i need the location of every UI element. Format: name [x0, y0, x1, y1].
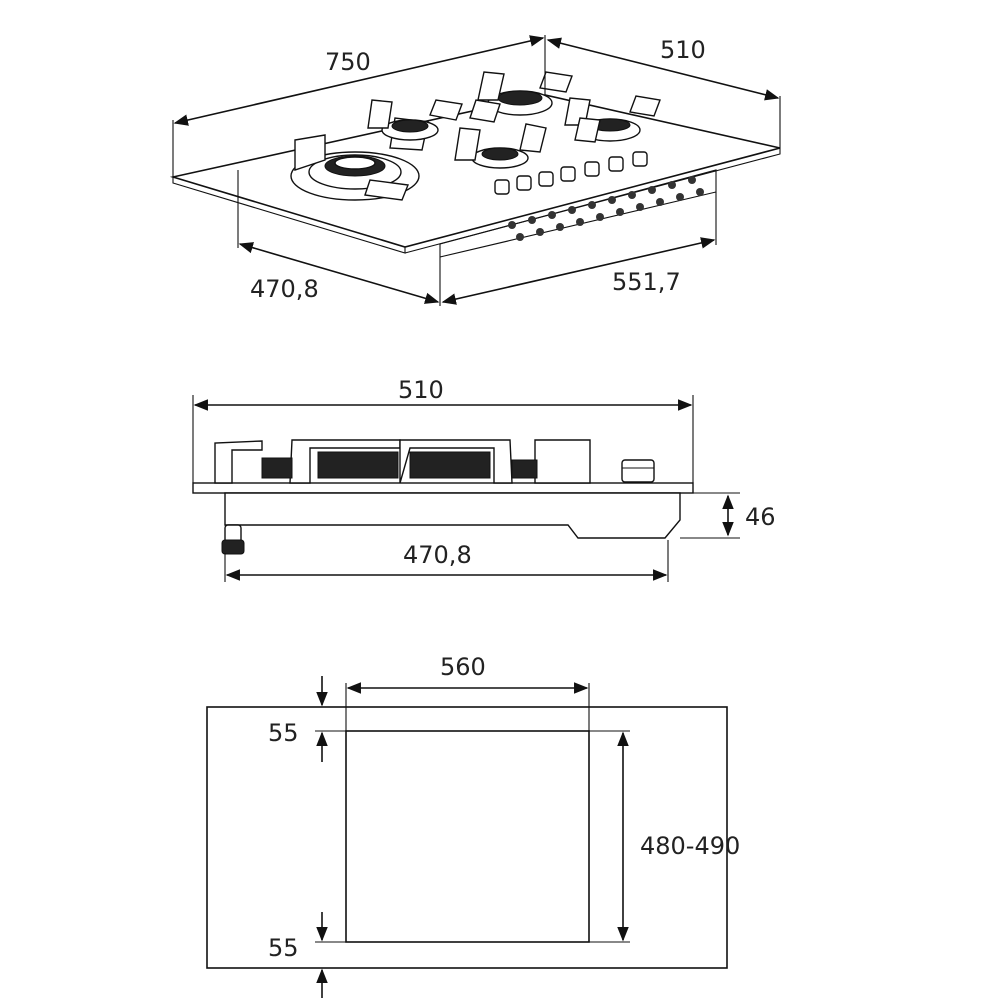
dim-side-470-8-label: 470,8	[403, 541, 472, 569]
dim-55-bottom-label: 55	[268, 934, 299, 962]
dim-480-490-label: 480-490	[640, 832, 740, 860]
cutout-outline	[345, 730, 590, 943]
dim-750-label: 750	[325, 48, 371, 76]
dim-55-top-label: 55	[268, 719, 299, 747]
worktop-outline	[206, 706, 728, 969]
burner-right	[564, 95, 661, 143]
wok-burner	[290, 117, 429, 201]
side-view: 510 46 470,8	[192, 376, 776, 582]
dim-551-7-label: 551,7	[612, 268, 681, 296]
dim-46-label: 46	[745, 503, 776, 531]
burner-front-center	[454, 123, 547, 169]
isometric-view: 750 510 470,8 551,7	[169, 35, 781, 306]
dim-470-8-label: 470,8	[250, 275, 319, 303]
under-body	[439, 169, 717, 258]
side-knob	[621, 459, 655, 483]
dim-560-label: 560	[440, 653, 486, 681]
cutout-view: 560 55 55 480-490	[206, 653, 740, 998]
dim-510-top-label: 510	[660, 36, 706, 64]
burner-rear-left	[367, 99, 463, 141]
side-body	[224, 492, 681, 539]
side-glass-plate	[192, 482, 694, 494]
dim-side-510-label: 510	[398, 376, 444, 404]
vent-holes	[508, 176, 704, 241]
control-knobs	[494, 151, 648, 195]
